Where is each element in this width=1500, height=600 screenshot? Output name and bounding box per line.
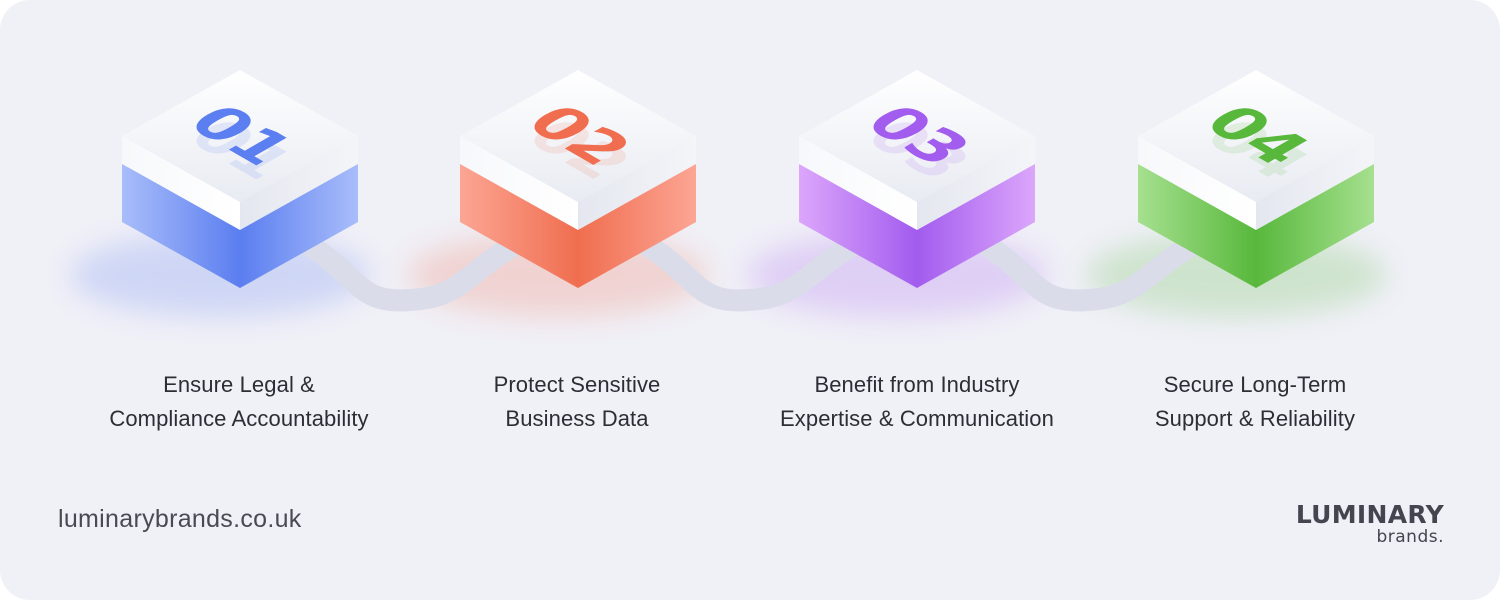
step-4-label-line-2: Support & Reliability [1154, 406, 1356, 431]
step-4-label-line-1: Secure Long-Term [1163, 372, 1347, 397]
step-4-left-white-face [1138, 136, 1256, 230]
website-url: luminarybrands.co.uk [58, 505, 302, 533]
step-3-top-face [799, 70, 1035, 202]
step-3-label: Benefit from Industry Expertise & Commun… [752, 368, 1082, 436]
connector-path [269, 217, 1237, 312]
step-1-left-white-face [122, 136, 240, 230]
step-4-right-white-face [1256, 136, 1374, 230]
step-1-left-color-face [122, 164, 240, 288]
brand-logo-word: LUMINARY [1295, 500, 1444, 529]
step-2-top-face [460, 70, 696, 202]
step-1-right-color-face [240, 164, 358, 288]
step-3-left-white-face [799, 136, 917, 230]
step-4-label: Secure Long-Term Support & Reliability [1090, 368, 1420, 436]
step-1-label-line-2: Compliance Accountability [109, 406, 369, 431]
step-1-label: Ensure Legal & Compliance Accountability [74, 368, 404, 436]
step-4-left-color-face [1138, 164, 1256, 288]
step-2-label-line-2: Business Data [505, 406, 649, 431]
step-1-top-face [122, 70, 358, 202]
brand-logo-sub: brands. [1376, 527, 1444, 547]
step-2-right-color-face [578, 164, 696, 288]
step-2-left-color-face [460, 164, 578, 288]
step-3-right-white-face [917, 136, 1035, 230]
step-2-label-line-1: Protect Sensitive [493, 372, 661, 397]
brand-logo: LUMINARY brands. [1295, 500, 1444, 547]
step-1-right-white-face [240, 136, 358, 230]
step-2-right-white-face [578, 136, 696, 230]
step-3-label-line-1: Benefit from Industry [814, 372, 1020, 397]
step-4-top-face [1138, 70, 1374, 202]
step-2-label: Protect Sensitive Business Data [412, 368, 742, 436]
step-2-left-white-face [460, 136, 578, 230]
step-3-right-color-face [917, 164, 1035, 288]
step-4-right-color-face [1256, 164, 1374, 288]
step-1-label-line-1: Ensure Legal & [163, 372, 315, 397]
step-3-left-color-face [799, 164, 917, 288]
step-3-label-line-2: Expertise & Communication [780, 406, 1054, 431]
